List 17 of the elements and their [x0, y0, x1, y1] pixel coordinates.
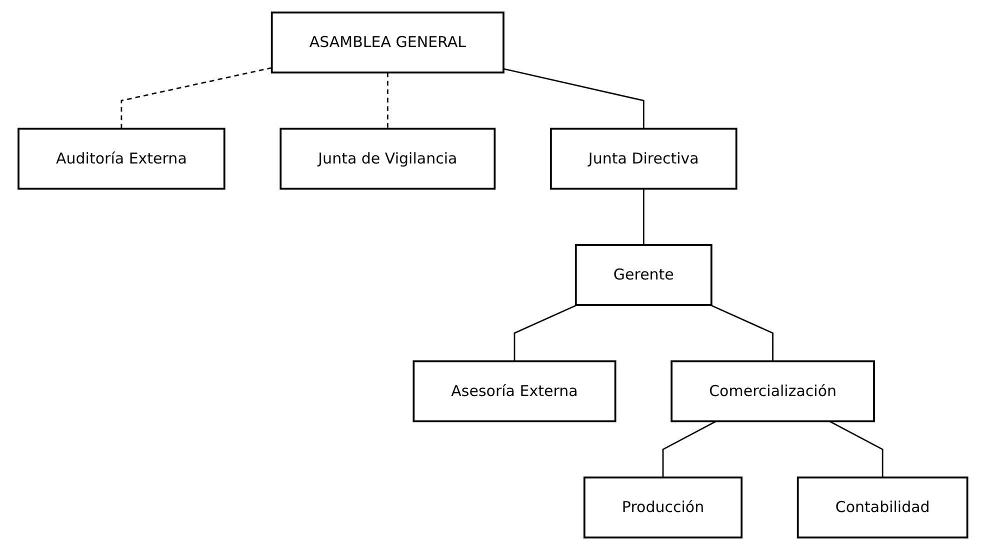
connector: [387, 72, 388, 129]
connector: [120, 67, 272, 129]
connector: [503, 68, 644, 129]
node-box: Junta Directiva: [550, 128, 738, 190]
node-box: Auditoría Externa: [18, 128, 226, 190]
connector: [829, 420, 884, 478]
node-box: Asesoría Externa: [412, 360, 616, 422]
node-box: Producción: [584, 476, 743, 538]
node-box: Comercialización: [670, 360, 876, 422]
connector: [710, 304, 774, 362]
node-box: Gerente: [575, 244, 712, 306]
connector: [662, 420, 717, 478]
connector: [514, 304, 578, 362]
connector: [643, 188, 644, 245]
node-box: Junta de Vigilancia: [280, 128, 496, 190]
node-box: ASAMBLEA GENERAL: [270, 12, 504, 74]
node-box: Contabilidad: [796, 476, 968, 538]
